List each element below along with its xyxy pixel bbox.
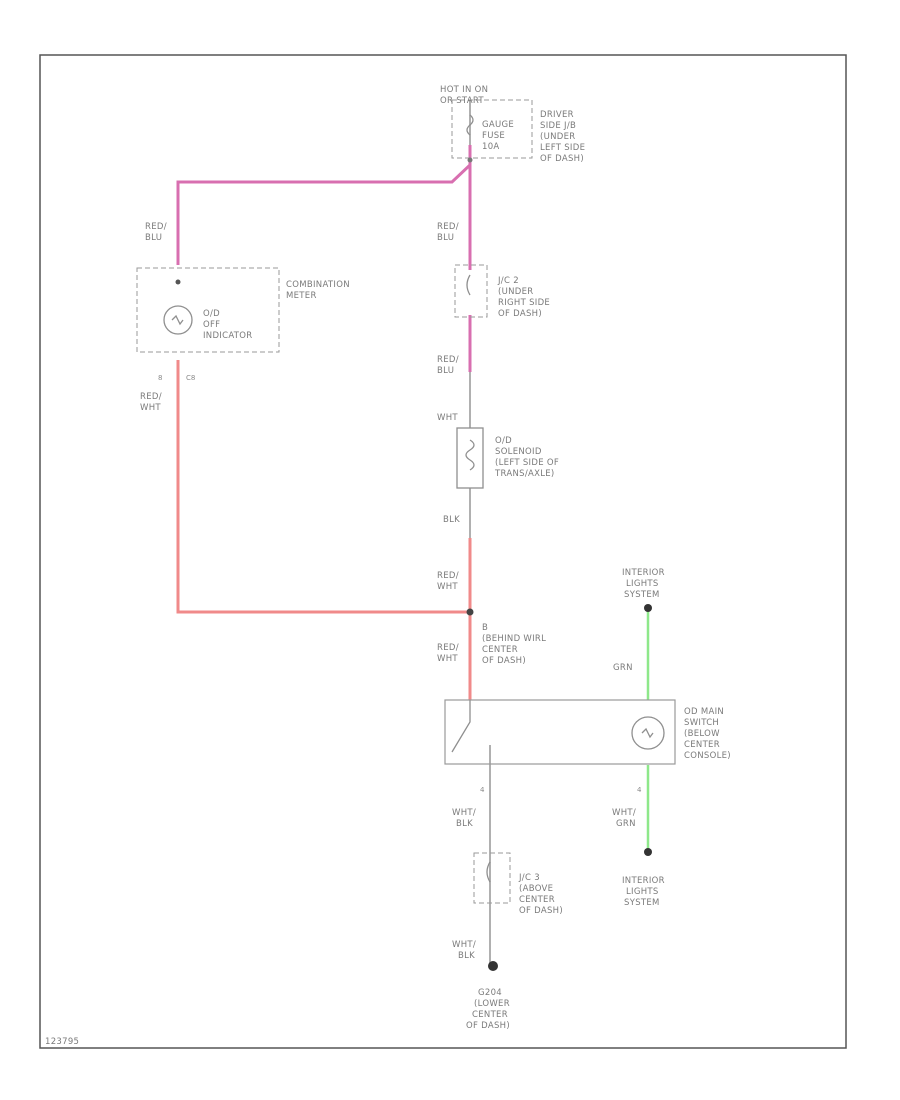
- int-lights-top-label-2: LIGHTS: [626, 579, 659, 589]
- od-solenoid-icon: [456, 427, 484, 489]
- solenoid-label-2: SOLENOID: [495, 447, 542, 457]
- fuse-label-3: 10A: [482, 142, 500, 152]
- jc3-label-3: CENTER: [519, 895, 555, 905]
- driver-jb-label-1: DRIVER: [540, 110, 574, 120]
- wire-label-wht-grn-a: WHT/: [612, 808, 636, 818]
- solenoid-label-1: O/D: [495, 436, 512, 446]
- pin-label-2: C8: [186, 374, 195, 382]
- diagram-frame: [39, 54, 847, 1049]
- od-switch-contact-icon: [451, 715, 471, 753]
- splice-label-2: (BEHIND WIRL: [482, 634, 546, 644]
- wire-label-red-blu-1a: RED/: [145, 222, 167, 232]
- solenoid-label-4: TRANS/AXLE): [494, 469, 555, 479]
- od-main-label-1: OD MAIN: [684, 707, 724, 717]
- od-main-bulb-icon: [631, 716, 665, 750]
- bulb-filament-icon-2: [641, 727, 654, 739]
- jc3-connector-icon: [486, 861, 491, 883]
- ground-label-3: CENTER: [472, 1010, 508, 1020]
- coil-icon: [465, 439, 475, 471]
- driver-jb-label-2: SIDE J/B: [540, 121, 576, 131]
- driver-jb-box: [451, 99, 533, 159]
- power-label-1: HOT IN ON: [440, 85, 488, 95]
- od-main-label-3: (BELOW: [684, 729, 720, 739]
- od-off-label-2: OFF: [203, 320, 220, 330]
- solenoid-label-3: (LEFT SIDE OF: [495, 458, 559, 468]
- int-lights-bot-label-3: SYSTEM: [624, 898, 660, 908]
- wire-label-red-wht-2a: RED/: [437, 571, 459, 581]
- wire-label-blk: BLK: [443, 515, 460, 525]
- jb-terminal: [467, 157, 473, 163]
- ground-node: [488, 961, 498, 971]
- jc2-connector-icon: [466, 274, 471, 296]
- wire-label-wht-grn-b: GRN: [616, 819, 636, 829]
- int-lights-top-label-1: INTERIOR: [622, 568, 665, 578]
- wire-label-red-wht-3b: WHT: [437, 654, 458, 664]
- pin-label-4: 4: [637, 786, 642, 794]
- splice-label-3: CENTER: [482, 645, 518, 655]
- jc3-box: [473, 852, 511, 904]
- wire-red-blu-main: [176, 145, 472, 265]
- int-lights-bot-label-2: LIGHTS: [626, 887, 659, 897]
- od-main-switch-box: [444, 699, 676, 765]
- wire-label-wht-blk-2a: WHT/: [452, 940, 476, 950]
- fuse-label-2: FUSE: [482, 131, 505, 141]
- comb-meter-label-1: COMBINATION: [286, 280, 350, 290]
- jc2-label-3: RIGHT SIDE: [498, 298, 550, 308]
- wire-label-wht-blk-1b: BLK: [456, 819, 473, 829]
- od-main-label-5: CONSOLE): [684, 751, 731, 761]
- jc3-label-1: J/C 3: [518, 873, 540, 883]
- wire-label-red-blu-3b: BLU: [437, 366, 454, 376]
- jc2-label-4: OF DASH): [498, 309, 542, 319]
- od-off-label-3: INDICATOR: [203, 331, 253, 341]
- combination-meter-box: [136, 267, 280, 353]
- wire-label-red-blu-2b: BLU: [437, 233, 454, 243]
- jc3-label-4: OF DASH): [519, 906, 563, 916]
- wire-label-red-blu-2a: RED/: [437, 222, 459, 232]
- bulb-filament-icon: [171, 314, 184, 326]
- splice-label-1: B: [482, 623, 488, 633]
- pin-label-3: 4: [480, 786, 485, 794]
- od-main-label-4: CENTER: [684, 740, 720, 750]
- wire-label-wht: WHT: [437, 413, 458, 423]
- splice-label-4: OF DASH): [482, 656, 526, 666]
- comb-meter-label-2: METER: [286, 291, 317, 301]
- wire-label-red-blu-1b: BLU: [145, 233, 162, 243]
- ground-label-1: G204: [478, 988, 502, 998]
- wire-label-red-wht-1a: RED/: [140, 392, 162, 402]
- od-off-label-1: O/D: [203, 309, 220, 319]
- jc2-label-2: (UNDER: [498, 287, 534, 297]
- jc2-box: [454, 264, 488, 318]
- wire-label-wht-blk-1a: WHT/: [452, 808, 476, 818]
- driver-jb-label-5: OF DASH): [540, 154, 584, 164]
- fuse-icon: [466, 114, 474, 136]
- wire-label-red-wht-3a: RED/: [437, 643, 459, 653]
- wire-label-red-wht-1b: WHT: [140, 403, 161, 413]
- power-label-2: OR START: [440, 96, 484, 106]
- meter-terminal: [175, 279, 181, 285]
- wire-label-red-wht-2b: WHT: [437, 582, 458, 592]
- int-lights-top-node: [644, 604, 652, 612]
- wire-label-grn: GRN: [613, 663, 633, 673]
- wire-label-red-blu-3a: RED/: [437, 355, 459, 365]
- int-lights-bot-label-1: INTERIOR: [622, 876, 665, 886]
- od-main-label-2: SWITCH: [684, 718, 719, 728]
- fuse-label-1: GAUGE: [482, 120, 514, 130]
- splice-node: [466, 608, 474, 616]
- driver-jb-label-3: (UNDER: [540, 132, 576, 142]
- ground-label-2: (LOWER: [474, 999, 510, 1009]
- pin-label-1: 8: [158, 374, 162, 382]
- od-off-bulb-icon: [163, 305, 193, 335]
- wire-red-wht-left: [176, 360, 470, 614]
- int-lights-bot-node: [644, 848, 652, 856]
- jc2-label-1: J/C 2: [497, 276, 519, 286]
- jc3-label-2: (ABOVE: [519, 884, 553, 894]
- ground-label-4: OF DASH): [466, 1021, 510, 1031]
- wire-label-wht-blk-2b: BLK: [458, 951, 475, 961]
- int-lights-top-label-3: SYSTEM: [624, 590, 660, 600]
- diagram-id: 123795: [45, 1037, 79, 1047]
- driver-jb-label-4: LEFT SIDE: [540, 143, 585, 153]
